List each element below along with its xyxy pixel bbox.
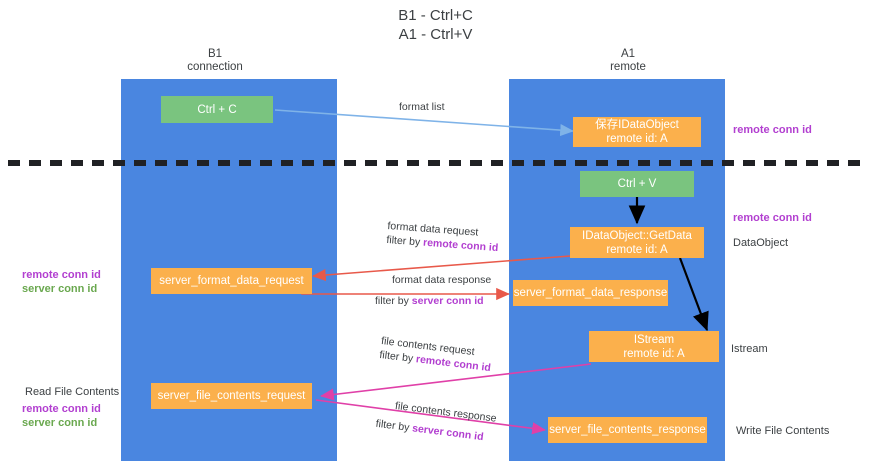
node-ctrl-c[interactable]: Ctrl + C — [161, 96, 273, 123]
node-istream-sub: remote id: A — [623, 347, 685, 360]
annotation-keys-bottom-server: server conn id — [22, 417, 98, 429]
node-idataobject-getdata-sub: remote id: A — [606, 243, 668, 256]
node-server-file-contents-request[interactable]: server_file_contents_request — [151, 383, 312, 409]
edge-label-format-list-text: format list — [399, 101, 445, 113]
node-idataobject-getdata[interactable]: IDataObject::GetData remote id: A — [570, 227, 704, 258]
node-saved-idataobject[interactable]: 保存IDataObject remote id: A — [573, 117, 701, 147]
lane-header-b1: B1 connection — [105, 48, 325, 74]
node-istream[interactable]: IStream remote id: A — [589, 331, 719, 362]
node-ctrl-v-label: Ctrl + V — [617, 178, 657, 190]
node-ctrl-c-label: Ctrl + C — [197, 103, 237, 116]
annotation-write-file-contents: Write File Contents — [736, 425, 830, 437]
node-server-file-contents-response[interactable]: server_file_contents_response — [548, 417, 707, 443]
edge-label-file-contents-response-key: server conn id — [411, 422, 485, 444]
node-server-format-data-request[interactable]: server_format_data_request — [151, 268, 312, 294]
lane-header-b1-line2: connection — [187, 61, 243, 73]
annotation-keys-mid: remote conn id server conn id — [22, 268, 101, 296]
annotation-keys-bottom: remote conn id server conn id — [22, 402, 101, 430]
edge-label-file-contents-request-prefix: filter by — [378, 348, 417, 366]
lane-header-a1: A1 remote — [518, 48, 738, 74]
node-server-file-contents-request-label: server_file_contents_request — [157, 390, 306, 402]
edge-label-format-list: format list — [399, 100, 445, 114]
annotation-keys-mid-remote: remote conn id — [22, 269, 101, 281]
node-server-file-contents-response-label: server_file_contents_response — [549, 424, 706, 436]
edge-label-file-contents-request: file contents request filter by remote c… — [379, 334, 494, 375]
edge-label-format-data-response-line1: format data response — [392, 274, 492, 286]
page-title: B1 - Ctrl+C A1 - Ctrl+V — [398, 7, 473, 43]
annotation-remote-conn-id-top: remote conn id — [733, 124, 812, 136]
edge-label-format-data-response-key: server conn id — [411, 295, 484, 307]
edge-label-format-data-response-line2: filter by server conn id — [375, 294, 491, 308]
edge-label-file-contents-response: file contents response filter by server … — [375, 399, 498, 446]
node-server-format-data-response[interactable]: server_format_data_response — [513, 280, 668, 306]
annotation-istream: Istream — [731, 343, 768, 355]
node-ctrl-v[interactable]: Ctrl + V — [580, 171, 694, 197]
edge-label-format-data-request-prefix: filter by — [386, 233, 424, 249]
annotation-keys-bottom-remote: remote conn id — [22, 403, 101, 415]
node-saved-idataobject-sub: remote id: A — [606, 133, 668, 145]
edge-label-file-contents-response-prefix: filter by — [374, 417, 413, 435]
node-server-format-data-request-label: server_format_data_request — [159, 275, 304, 287]
edge-label-format-data-request: format data request filter by remote con… — [386, 219, 500, 255]
node-istream-label: IStream — [633, 333, 675, 346]
node-saved-idataobject-label: 保存IDataObject — [595, 119, 679, 131]
edge-label-format-data-response: format data response filter by server co… — [375, 273, 492, 308]
lane-header-a1-line2: remote — [610, 61, 646, 73]
annotation-keys-mid-server: server conn id — [22, 283, 98, 295]
lane-header-b1-line1: B1 — [207, 48, 223, 60]
lane-header-a1-line1: A1 — [620, 48, 636, 60]
annotation-read-file-contents: Read File Contents — [25, 386, 120, 398]
edge-label-format-data-response-prefix: filter by — [375, 295, 412, 307]
node-idataobject-getdata-label: IDataObject::GetData — [582, 229, 692, 242]
node-server-format-data-response-label: server_format_data_response — [513, 287, 668, 299]
annotation-dataobject: DataObject — [733, 237, 789, 249]
annotation-remote-conn-id-mid: remote conn id — [733, 212, 812, 224]
